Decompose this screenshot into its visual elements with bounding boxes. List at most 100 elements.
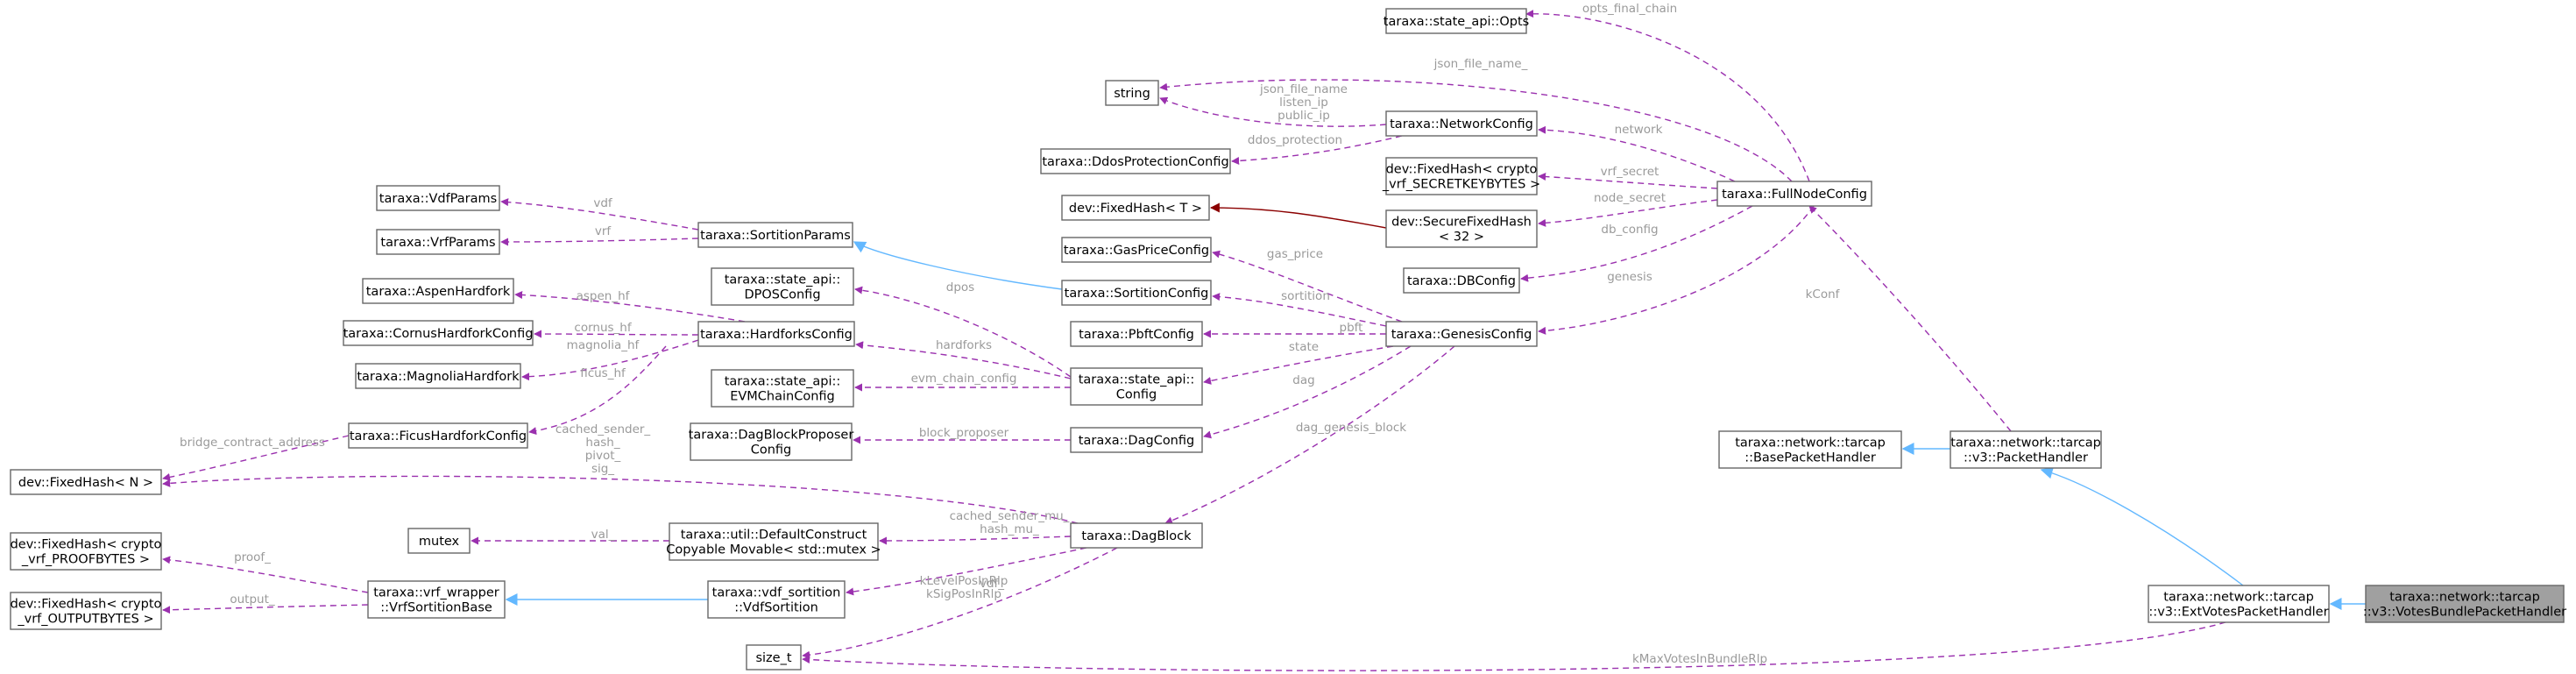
node-securefh-box — [1385, 209, 1538, 248]
node-dagconfig[interactable]: taraxa::DagConfig — [1070, 427, 1203, 453]
node-dposconfig[interactable]: taraxa::state_api::DPOSConfig — [711, 267, 854, 306]
node-basepacket[interactable]: taraxa::network::tarcap::BasePacketHandl… — [1718, 430, 1902, 469]
node-dagconfig-label: taraxa::DagConfig — [1079, 434, 1194, 448]
node-vrfsortbase[interactable]: taraxa::vrf_wrapper::VrfSortitionBase — [367, 580, 506, 619]
node-fh-n[interactable]: dev::FixedHash< N > — [10, 469, 162, 495]
node-vrfparams-box — [376, 229, 500, 255]
node-fh-secret-label: dev::FixedHash< crypto — [1386, 163, 1538, 177]
node-securefh[interactable]: dev::SecureFixedHash< 32 > — [1385, 209, 1538, 248]
node-basepacket-box — [1718, 430, 1902, 469]
node-vdfsort[interactable]: taraxa::vdf_sortition::VdfSortition — [707, 580, 846, 619]
node-dposconfig-box — [711, 267, 854, 306]
edge-label-opts-final-chain: opts_final_chain — [1582, 2, 1677, 16]
node-gasprice[interactable]: taraxa::GasPriceConfig — [1061, 237, 1212, 263]
node-sortparams[interactable]: taraxa::SortitionParams — [697, 222, 853, 248]
node-hardforks-box — [697, 321, 855, 347]
node-votesbundle[interactable]: taraxa::network::tarcap::v3::VotesBundle… — [2363, 585, 2566, 623]
node-fh-secret[interactable]: dev::FixedHash< crypto_vrf_SECRETKEYBYTE… — [1382, 157, 1540, 195]
node-size-t-label: size_t — [755, 651, 791, 665]
node-magnolia-box — [355, 363, 521, 389]
node-magnolia[interactable]: taraxa::MagnoliaHardfork — [355, 363, 521, 389]
node-dbconfig-box — [1403, 267, 1520, 294]
node-opts-label: taraxa::state_api::Opts — [1384, 15, 1529, 29]
node-pbft-label: taraxa::PbftConfig — [1079, 328, 1194, 342]
node-extvotes-box — [2148, 585, 2330, 623]
node-mutex[interactable]: mutex — [407, 528, 471, 554]
node-string[interactable]: string — [1105, 80, 1159, 106]
edge-label-cached-sender-mu: hash_mu_ — [980, 522, 1039, 536]
edge-label-cornus-hf: cornus_hf — [574, 321, 632, 335]
node-defaultconstruct-box — [669, 522, 879, 561]
node-vrfparams-label: taraxa::VrfParams — [380, 236, 495, 250]
edge-fullnode-fhsecret — [1538, 173, 1718, 189]
node-genesis-box — [1385, 321, 1538, 347]
edge-label-output: output_ — [230, 592, 275, 607]
edge-genesis-dagblock — [1164, 345, 1455, 525]
node-fullnode-box — [1716, 181, 1872, 207]
node-networkcfg-label: taraxa::NetworkConfig — [1390, 117, 1533, 131]
node-mutex-label: mutex — [419, 535, 460, 549]
node-extvotes[interactable]: taraxa::network::tarcap::v3::ExtVotesPac… — [2148, 585, 2330, 623]
edge-label-netcfg-string: public_ip — [1277, 109, 1330, 123]
node-evmchain-box — [711, 369, 854, 408]
node-fh-output[interactable]: dev::FixedHash< crypto_vrf_OUTPUTBYTES > — [10, 592, 162, 630]
node-dagblock[interactable]: taraxa::DagBlock — [1070, 522, 1203, 549]
node-networkcfg[interactable]: taraxa::NetworkConfig — [1385, 110, 1538, 137]
edge-networkcfg-ddos — [1231, 135, 1403, 165]
node-fh-proof[interactable]: dev::FixedHash< crypto_vrf_PROOFBYTES > — [10, 532, 162, 571]
node-dposconfig-label: DPOSConfig — [744, 288, 820, 302]
node-aspen[interactable]: taraxa::AspenHardfork — [362, 278, 514, 304]
node-stateconfig-label: taraxa::state_api:: — [1079, 373, 1195, 387]
node-fullnode[interactable]: taraxa::FullNodeConfig — [1716, 181, 1872, 207]
node-vdfparams[interactable]: taraxa::VdfParams — [376, 185, 500, 211]
node-hardforks[interactable]: taraxa::HardforksConfig — [697, 321, 855, 347]
node-packethandler[interactable]: taraxa::network::tarcap::v3::PacketHandl… — [1950, 430, 2102, 469]
node-sortconfig[interactable]: taraxa::SortitionConfig — [1061, 280, 1212, 306]
node-magnolia-label: taraxa::MagnoliaHardfork — [357, 370, 520, 384]
edge-label-genesis: genesis — [1607, 270, 1652, 284]
node-ddos[interactable]: taraxa::DdosProtectionConfig — [1040, 148, 1231, 174]
edge-fullnode-string — [1159, 79, 1793, 182]
node-networkcfg-box — [1385, 110, 1538, 137]
node-defaultconstruct-label: taraxa::util::DefaultConstruct — [681, 529, 867, 543]
node-cornus[interactable]: taraxa::CornusHardforkConfig — [343, 320, 534, 346]
edge-label-klevel: kLevelPosInRlp — [920, 574, 1008, 588]
edge-vrfsortbase-fhproof — [162, 556, 369, 593]
node-cornus-box — [343, 320, 534, 346]
node-pbft-box — [1070, 321, 1203, 347]
edge-label-gas-price: gas_price — [1267, 247, 1323, 261]
node-vrfsortbase-label: ::VrfSortitionBase — [380, 601, 492, 615]
node-securefh-label: dev::SecureFixedHash — [1391, 216, 1532, 230]
node-fh-t[interactable]: dev::FixedHash< T > — [1061, 195, 1210, 221]
edge-stateconfig-dposconfig — [854, 286, 1072, 378]
node-genesis[interactable]: taraxa::GenesisConfig — [1385, 321, 1538, 347]
edge-securefh-fht — [1209, 202, 1387, 229]
node-pbft[interactable]: taraxa::PbftConfig — [1070, 321, 1203, 347]
node-votesbundle-label: ::v3::VotesBundlePacketHandler — [2363, 606, 2566, 620]
edge-label-pbft: pbft — [1340, 321, 1363, 335]
node-evmchain[interactable]: taraxa::state_api::EVMChainConfig — [711, 369, 854, 408]
edge-dagblock-vdfsort — [846, 547, 1087, 596]
node-size-t[interactable]: size_t — [746, 644, 802, 670]
node-stateconfig-label: Config — [1116, 388, 1157, 402]
edge-genesis-dagconfig — [1203, 345, 1412, 439]
node-vdfsort-label: ::VdfSortition — [734, 601, 818, 615]
node-cornus-label: taraxa::CornusHardforkConfig — [343, 327, 534, 341]
node-stateconfig[interactable]: taraxa::state_api::Config — [1070, 367, 1203, 406]
node-vrfparams[interactable]: taraxa::VrfParams — [376, 229, 500, 255]
node-gasprice-label: taraxa::GasPriceConfig — [1064, 244, 1209, 258]
node-opts[interactable]: taraxa::state_api::Opts — [1384, 8, 1529, 34]
edge-hardforks-cornus — [534, 330, 699, 338]
node-ficus[interactable]: taraxa::FicusHardforkConfig — [348, 422, 528, 449]
edge-label-vdf: vdf — [593, 196, 613, 210]
node-dagblock-box — [1070, 522, 1203, 549]
edge-label-vdf-dag: vdf_ — [980, 577, 1004, 591]
edge-label-cached-sender: pivot_ — [585, 449, 621, 463]
node-dagproposer-label: taraxa::DagBlockProposer — [689, 429, 854, 443]
node-dbconfig[interactable]: taraxa::DBConfig — [1403, 267, 1520, 294]
node-extvotes-label: ::v3::ExtVotesPacketHandler — [2148, 606, 2328, 620]
edge-extvotes-sizet — [802, 621, 2226, 671]
edge-label-evm-chain-config: evm_chain_config — [911, 372, 1017, 386]
